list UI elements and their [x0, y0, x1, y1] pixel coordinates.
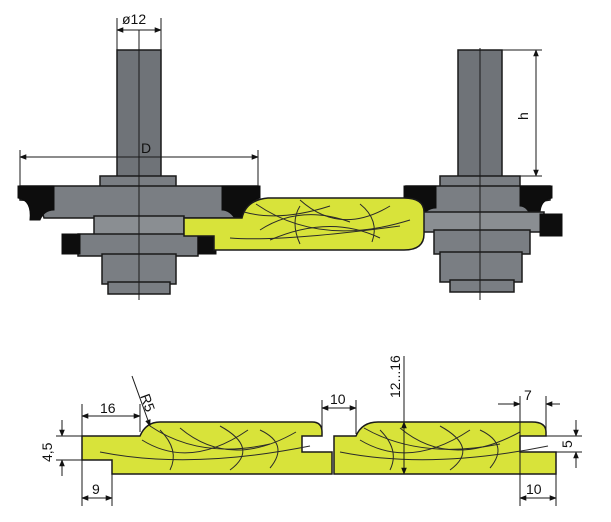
cutter-diameter-label: D	[141, 140, 151, 156]
right-tip-lower-right	[539, 213, 563, 237]
left-carbide-tip-left	[17, 185, 55, 221]
top-board-profile	[183, 197, 425, 251]
left-lower-cutter	[77, 233, 199, 257]
right-board-profile	[333, 421, 557, 475]
thickness-range-label: 12...16	[387, 355, 403, 398]
right-bearing	[419, 211, 545, 233]
tongue-7-label: 7	[524, 387, 532, 403]
top-board	[183, 197, 425, 251]
right-10-label: 10	[526, 481, 542, 497]
top-dimensions: ø12 D h	[19, 11, 542, 186]
radius-label: R5	[137, 392, 158, 414]
height-label: h	[515, 112, 531, 120]
offset-10-label: 10	[330, 391, 346, 407]
right-lower-collar	[449, 279, 515, 293]
right-nut	[439, 251, 523, 283]
width-16-label: 16	[100, 400, 116, 416]
left-9-label: 9	[92, 481, 100, 497]
right-lower-cutter	[433, 229, 531, 255]
left-cutter	[17, 49, 261, 295]
left-4-5-label: 4,5	[39, 442, 55, 462]
bottom-left-board	[81, 421, 333, 475]
shank-diameter-label: ø12	[122, 11, 146, 27]
bottom-right-board	[333, 421, 557, 475]
bottom-dimensions: 16 R5 4,5 9 10 12...16 7	[39, 355, 582, 506]
left-lower-tip-left	[61, 233, 81, 255]
right-cutter	[401, 49, 563, 293]
right-5-label: 5	[559, 440, 575, 448]
